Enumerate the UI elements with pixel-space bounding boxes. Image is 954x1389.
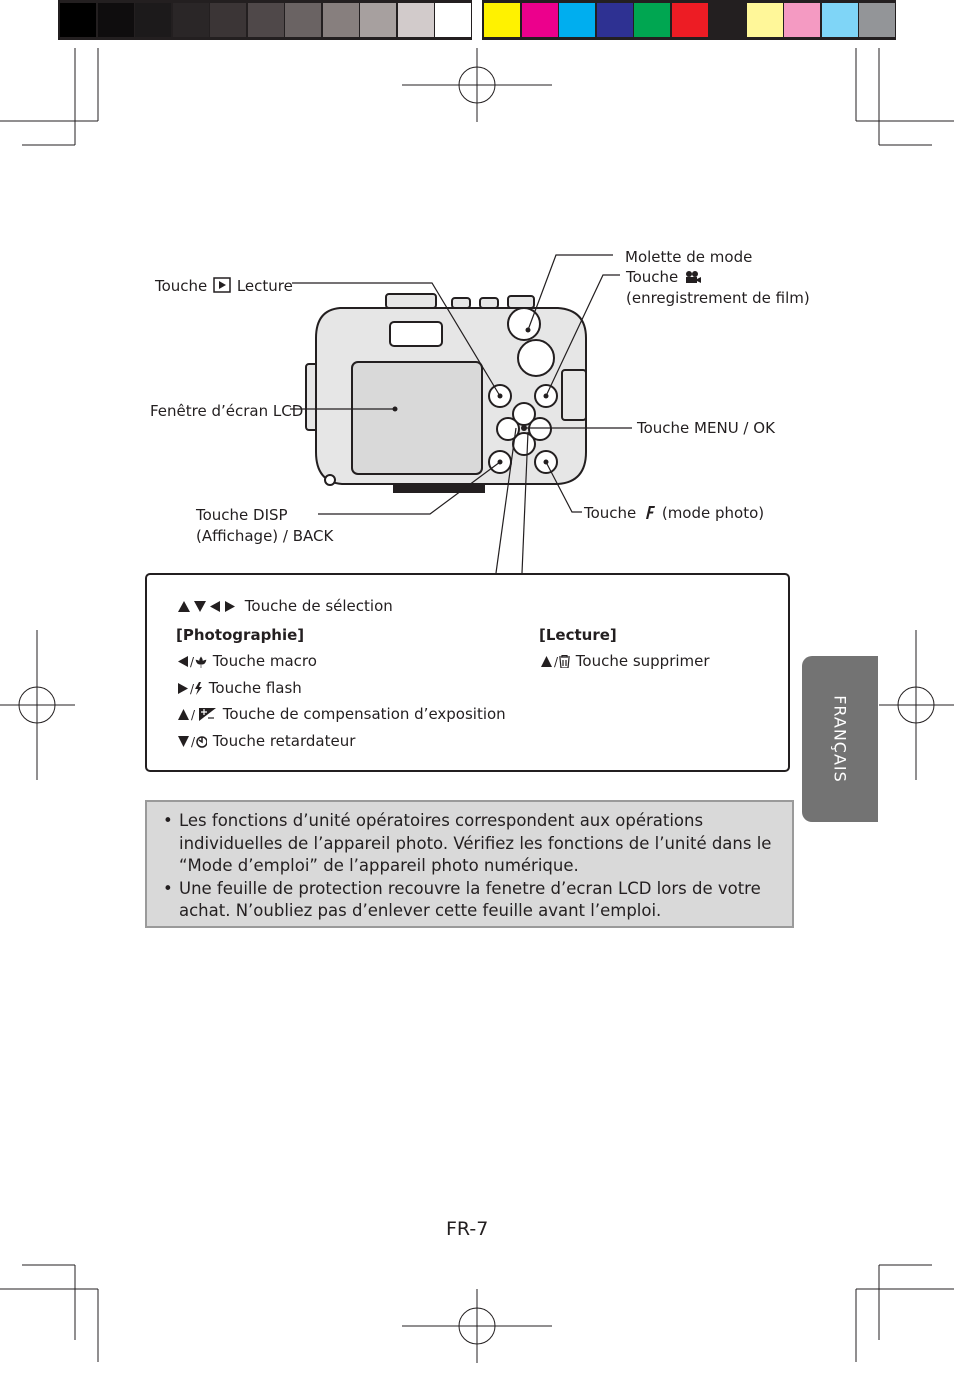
color-swatch: [435, 3, 471, 37]
flash-item: / Touche flash: [176, 679, 302, 697]
movie-camera-icon: [686, 271, 702, 283]
exposure-item: / Touche de compensation d’exposition: [176, 705, 506, 723]
color-swatch: [322, 3, 359, 37]
language-tab: FRANÇAIS: [802, 656, 878, 822]
svg-text:/: /: [191, 735, 196, 748]
color-swatch: [172, 3, 209, 37]
note-item: Les fonctions d’unité opératoires corres…: [161, 810, 781, 878]
color-swatch: [596, 3, 633, 37]
lcd-screen: [351, 361, 483, 475]
playback-button-label: Touche Lecture: [155, 277, 293, 295]
playback-header: [Lecture]: [539, 626, 617, 644]
menu-ok-label: Touche MENU / OK: [637, 419, 775, 437]
arrow-keys-icon: [178, 601, 235, 612]
language-tab-label: FRANÇAIS: [830, 695, 850, 783]
mode-dial: [507, 307, 541, 341]
color-swatch: [784, 3, 820, 37]
notes-box: Les fonctions d’unité opératoires corres…: [145, 800, 794, 928]
up-exposure-icon: /: [178, 708, 216, 721]
playback-icon: [213, 277, 231, 293]
svg-text:/: /: [190, 682, 195, 695]
lcd-label: Fenêtre d’écran LCD: [150, 402, 304, 420]
color-swatch: [559, 3, 595, 37]
color-swatch: [60, 3, 96, 37]
page-number: FR-7: [446, 1218, 489, 1240]
camera-illustration: [305, 293, 587, 493]
svg-text:/: /: [190, 655, 195, 668]
svg-text:/: /: [191, 708, 196, 721]
color-swatch: [671, 3, 708, 37]
disp-label-line1: Touche DISP: [196, 506, 288, 524]
color-swatch: [97, 3, 134, 37]
color-swatch: [709, 3, 745, 37]
down-self-timer-icon: /: [178, 735, 207, 748]
color-swatch: [247, 3, 284, 37]
color-swatch: [285, 3, 321, 37]
color-swatch: [360, 3, 396, 37]
function-f-icon: [646, 506, 656, 519]
color-swatch: [634, 3, 670, 37]
mode-dial-label: Molette de mode: [625, 248, 753, 266]
function-button-label: Touche (mode photo): [584, 504, 765, 522]
selection-keys-box: Touche de sélection [Photographie] / Tou…: [145, 573, 790, 772]
up-trash-icon: /: [541, 655, 570, 668]
color-swatch: [135, 3, 171, 37]
disp-label-line2: (Affichage) / BACK: [196, 527, 334, 545]
color-swatch: [521, 3, 558, 37]
photo-header: [Photographie]: [176, 626, 305, 644]
color-swatch: [746, 3, 783, 37]
delete-item: / Touche supprimer: [539, 652, 710, 670]
note-item: Une feuille de protection recouvre la fe…: [161, 878, 781, 923]
color-swatch: [210, 3, 246, 37]
movie-button-label: Touche: [626, 267, 703, 288]
movie-button-desc: (enregistrement de film): [626, 289, 810, 307]
color-swatch: [821, 3, 858, 37]
svg-text:/: /: [554, 655, 559, 668]
macro-item: / Touche macro: [176, 652, 317, 670]
color-swatch: [859, 3, 895, 37]
color-swatch: [484, 3, 520, 37]
color-swatch: [397, 3, 434, 37]
left-macro-icon: /: [178, 655, 207, 668]
selection-title: Touche de sélection: [176, 597, 393, 615]
self-timer-item: / Touche retardateur: [176, 732, 355, 750]
right-flash-icon: /: [178, 682, 202, 695]
side-latch: [561, 369, 587, 421]
